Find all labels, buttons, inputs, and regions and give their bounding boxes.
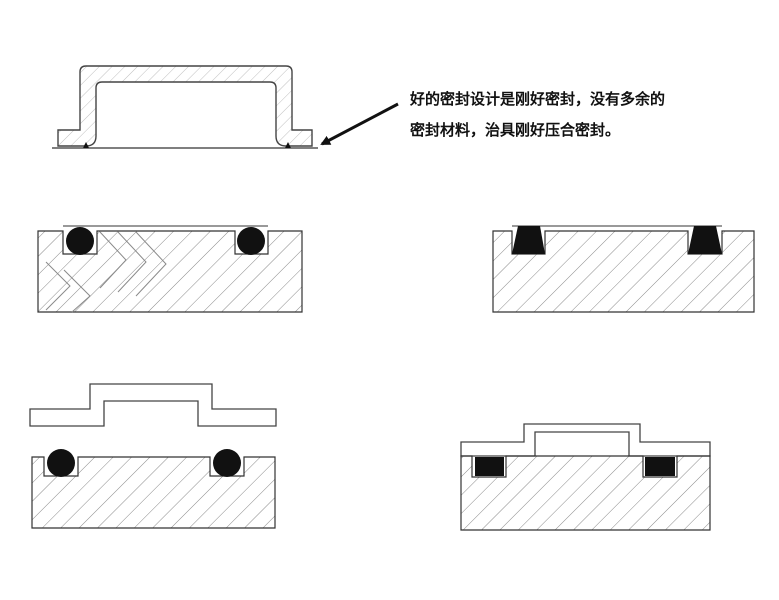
rect-seal-left (475, 457, 504, 476)
o-ring-seal-right (213, 449, 241, 477)
right-contact-mark (285, 142, 291, 148)
bottom-left-diagram (29, 383, 277, 529)
middle-right-diagram (492, 225, 755, 313)
rect-seal-right (645, 457, 675, 476)
middle-left-diagram (37, 225, 303, 313)
seal-design-note: 好的密封设计是刚好密封，没有多余的 密封材料，治具刚好压合密封。 (410, 84, 750, 146)
hat-cover (29, 383, 277, 427)
pressed-cover (460, 423, 711, 457)
block-left-oring (37, 230, 303, 313)
o-ring-seal-right (237, 227, 265, 255)
block-bottom-left (31, 456, 276, 529)
bottom-right-diagram (460, 423, 711, 531)
top-cap-diagram (52, 65, 399, 149)
o-ring-seal-left (47, 449, 75, 477)
note-line-2: 密封材料，治具刚好压合密封。 (410, 121, 621, 139)
left-contact-mark (83, 142, 89, 148)
trapezoid-seal-right (688, 226, 722, 254)
o-ring-seal-left (66, 227, 94, 255)
block-bottom-right (460, 455, 711, 531)
note-line-1: 好的密封设计是刚好密封，没有多余的 (410, 90, 666, 108)
chevron-pattern (45, 231, 167, 313)
trapezoid-seal-left (512, 226, 545, 254)
cap-profile (57, 65, 313, 147)
pointer-arrow (320, 102, 399, 146)
